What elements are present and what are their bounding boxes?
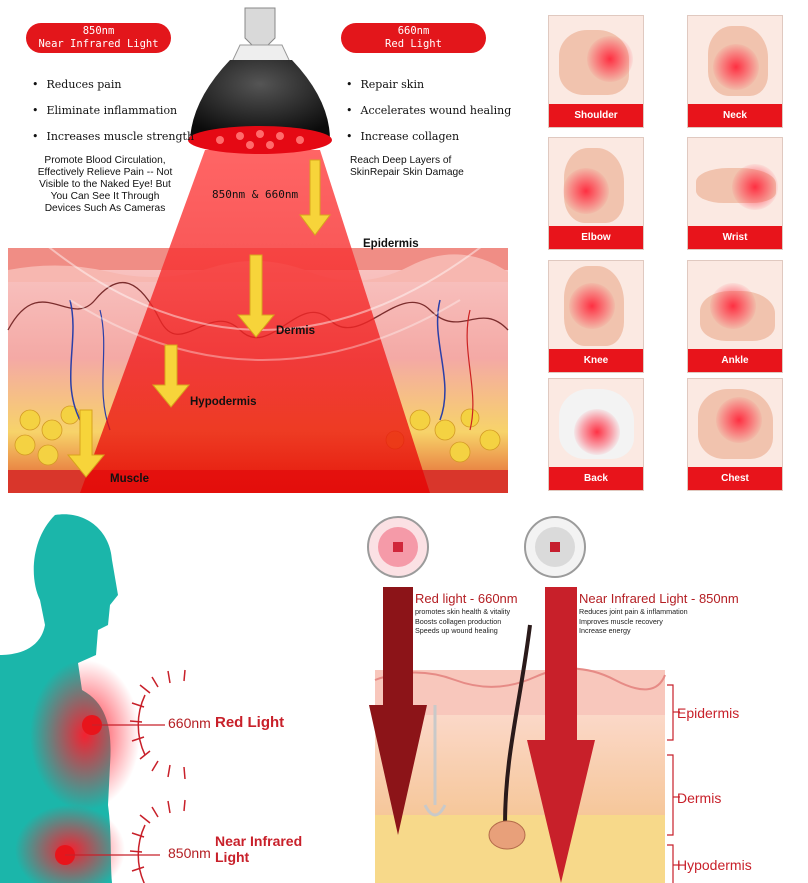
red-pill-name: Red Light (385, 38, 442, 50)
human-silhouette (0, 514, 186, 883)
glow-spot (713, 44, 759, 90)
red-note-line: Reach Deep Layers of (350, 155, 452, 166)
nir-light-benefit: Improves muscle recovery (579, 616, 663, 626)
skin-section-diagram (367, 516, 680, 883)
tile-elbow: Elbow (548, 137, 644, 250)
glow-spot (563, 168, 609, 214)
layer-dermis: Dermis (276, 325, 315, 337)
silhouette-panel: 660nm Red Light 850nm Near Infrared Ligh… (0, 505, 330, 883)
red-light-benefit: Speeds up wound healing (415, 626, 498, 635)
nir-light-name: Near Infrared Light (215, 833, 302, 865)
body-part-grid: Shoulder Neck Elbow Wrist Knee Ankle Bac… (540, 10, 800, 491)
red-benefit: Accelerates wound healing (346, 104, 512, 130)
red-benefit: Repair skin (346, 78, 511, 104)
nir-pill: 850nm Near Infrared Light (26, 23, 171, 53)
nir-benefit: Increases muscle strength (32, 130, 195, 156)
red-light-benefits: promotes skin health & vitality Boosts c… (415, 607, 510, 636)
penetration-arrows (66, 159, 331, 478)
nir-benefits-list: Reduces pain Eliminate inflammation Incr… (32, 78, 195, 156)
red-note-line: SkinRepair Skin Damage (350, 167, 464, 178)
nir-note-line: Effectively Relieve Pain -- Not (37, 167, 173, 178)
nir-benefit: Reduces pain (32, 78, 194, 104)
red-wavelength: 660nm (168, 715, 211, 731)
tile-label: Elbow (549, 226, 643, 249)
bulb-housing (190, 60, 330, 140)
penetration-panel: Red light - 660nm promotes skin health &… (355, 505, 808, 883)
red-light-arrow (369, 587, 427, 835)
nir-light-arrow (527, 587, 595, 883)
tile-label: Ankle (688, 349, 782, 372)
tile-wrist: Wrist (687, 137, 783, 250)
dermis-layer (375, 715, 665, 815)
layer-epidermis: Epidermis (363, 238, 419, 250)
tile-label: Shoulder (549, 104, 643, 127)
red-light-benefit: Boosts collagen production (415, 616, 502, 626)
diagram-epidermis-label: Epidermis (677, 705, 740, 721)
layer-hypodermis: Hypodermis (190, 396, 257, 408)
red-pill-wavelength: 660nm (397, 25, 430, 37)
glow-spot (716, 397, 762, 443)
red-light-heading: Red light - 660nm (415, 591, 518, 606)
lamp-panel: 850nm Near Infrared Light 660nm Red Ligh… (0, 0, 520, 500)
nir-light-benefit: Increase energy (579, 626, 631, 635)
nir-light-heading: Near Infrared Light - 850nm (579, 591, 739, 606)
tile-label: Neck (688, 104, 782, 127)
nir-wavelength: 850nm (168, 845, 211, 861)
nir-pill-wavelength: 850nm (82, 25, 115, 37)
diagram-hypodermis-label: Hypodermis (677, 857, 752, 873)
tile-label: Back (549, 467, 643, 490)
nir-light-name-line: Light (215, 849, 250, 865)
nir-benefit: Eliminate inflammation (32, 104, 194, 130)
tile-neck: Neck (687, 15, 783, 128)
layer-muscle: Muscle (110, 473, 149, 485)
nir-note-line: Devices Such As Cameras (44, 203, 166, 214)
diagram-dermis-label: Dermis (677, 790, 722, 806)
nir-note: Promote Blood Circulation, Effectively R… (30, 155, 180, 215)
tile-label: Wrist (688, 226, 782, 249)
nir-light-benefits: Reduces joint pain & inflammation Improv… (579, 607, 688, 636)
red-pill: 660nm Red Light (341, 23, 486, 53)
red-benefit: Increase collagen (346, 130, 511, 156)
tile-shoulder: Shoulder (548, 15, 644, 128)
bulb-socket (244, 7, 276, 49)
nir-pill-name: Near Infrared Light (38, 38, 159, 50)
tile-back: Back (548, 378, 644, 491)
glow-spot (710, 283, 756, 329)
glow-spot (574, 409, 620, 455)
red-benefits-list: Repair skin Accelerates wound healing In… (346, 78, 512, 156)
nir-note-line: Visible to the Naked Eye! But (39, 179, 171, 190)
nir-light-name-line: Near Infrared (215, 833, 303, 849)
nir-light-benefit: Reduces joint pain & inflammation (579, 607, 688, 616)
nir-note-line: You Can See It Through (50, 191, 160, 202)
skin-illustration (7, 7, 509, 493)
glow-spot (587, 36, 633, 82)
beam-label: 850nm & 660nm (212, 188, 299, 201)
glow-spot (569, 283, 615, 329)
red-light-benefit: promotes skin health & vitality (415, 607, 511, 616)
tile-chest: Chest (687, 378, 783, 491)
glow-spot (732, 164, 778, 210)
nir-note-line: Promote Blood Circulation, (44, 155, 166, 166)
tile-label: Chest (688, 467, 782, 490)
red-light-name: Red Light (215, 714, 285, 731)
red-note: Reach Deep Layers of SkinRepair Skin Dam… (350, 155, 464, 179)
tile-ankle: Ankle (687, 260, 783, 373)
tile-knee: Knee (548, 260, 644, 373)
tile-label: Knee (549, 349, 643, 372)
